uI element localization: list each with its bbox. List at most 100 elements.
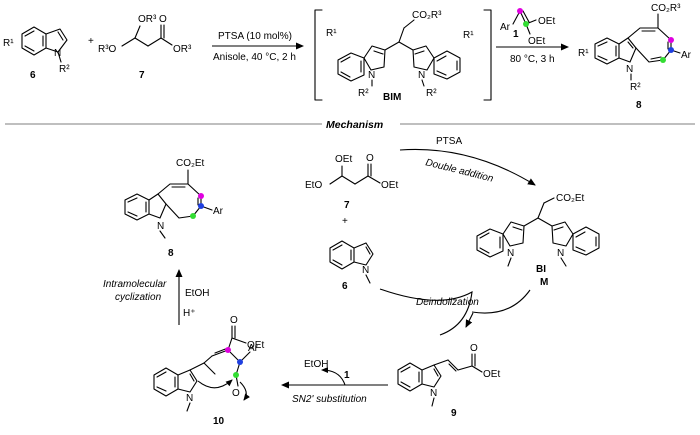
compound-label-6: 6 bbox=[30, 70, 36, 81]
c9-o: O bbox=[470, 343, 478, 354]
step1-reagent: PTSA (10 mol%) bbox=[218, 31, 292, 42]
r1-label: R¹ bbox=[3, 38, 14, 49]
reagent1-oet-top: OEt bbox=[538, 16, 555, 27]
intramolecular-label: Intramolecular bbox=[103, 279, 167, 290]
mechanism-compound-7: OEt EtO O OEt 7 bbox=[305, 153, 398, 211]
bim-n-right: N bbox=[418, 70, 425, 81]
compound-6-indole: R¹ N R² 6 bbox=[3, 26, 70, 81]
c10-ar: Ar bbox=[248, 343, 259, 354]
compound-10: O OEt Ar O N 10 bbox=[153, 315, 264, 427]
mechanism-label-10: 10 bbox=[213, 416, 225, 427]
compound-bim: CO₂R³ R¹ N R² R¹ N R² BIM bbox=[326, 10, 474, 103]
product8-co2r3: CO₂R³ bbox=[651, 3, 681, 14]
bim-label: BIM bbox=[383, 92, 401, 103]
c10-o-ether: O bbox=[232, 388, 240, 399]
bim-r1-right: R¹ bbox=[463, 30, 474, 41]
cyclization-electron-arrow bbox=[197, 379, 233, 389]
or3-top: OR³ bbox=[138, 14, 157, 25]
compound-9: O OEt N 9 bbox=[397, 343, 500, 419]
product8-n: N bbox=[626, 64, 633, 75]
compound-7: OR³ R³O O OR³ 7 bbox=[98, 14, 192, 81]
h-plus-label: H⁺ bbox=[183, 308, 196, 319]
mbim-n-right: N bbox=[557, 248, 564, 259]
deindolization-arrow bbox=[465, 312, 474, 328]
magenta-atom-marker bbox=[225, 347, 231, 353]
c9-oet: OEt bbox=[483, 369, 500, 380]
m6-n: N bbox=[362, 265, 369, 276]
m7-oet-ester: OEt bbox=[381, 180, 398, 191]
ptsa-label: PTSA bbox=[436, 136, 462, 147]
mechanism-label-6: 6 bbox=[342, 281, 348, 292]
mechanism-product-8: CO₂Et Ar N 8 bbox=[124, 158, 224, 259]
mbim-label-line2: M bbox=[540, 277, 548, 288]
blue-atom-marker bbox=[237, 359, 243, 365]
reagent-1-structure: Ar OEt OEt 1 bbox=[500, 8, 555, 47]
r2-label: R² bbox=[59, 64, 70, 75]
m7-o: O bbox=[366, 153, 374, 164]
product8-ar: Ar bbox=[681, 50, 692, 61]
r3o-label: R³O bbox=[98, 44, 117, 55]
carbonyl-o: O bbox=[159, 14, 167, 25]
c10-oet: OEt bbox=[247, 340, 264, 351]
cyclization-etoh: EtOH bbox=[185, 288, 209, 299]
mechanism-compound-6: N 6 bbox=[329, 240, 374, 292]
leaving-group-arrow bbox=[239, 381, 250, 401]
mechanism-bim: CO₂Et N N BI M bbox=[476, 193, 600, 288]
magenta-atom-marker bbox=[198, 193, 204, 199]
double-addition-arrow bbox=[399, 148, 536, 186]
m8-ar: Ar bbox=[213, 206, 224, 217]
mechanism-plus: + bbox=[342, 216, 348, 227]
step2-conditions: 80 °C, 3 h bbox=[510, 54, 555, 65]
etoh-release-arrow bbox=[321, 367, 346, 386]
c10-o: O bbox=[230, 315, 238, 326]
deindolization-connector bbox=[471, 289, 531, 314]
reagent1-ar: Ar bbox=[500, 22, 511, 33]
sn2-label: SN2' substitution bbox=[292, 394, 367, 405]
bim-bracket-left bbox=[314, 9, 323, 101]
cyclization-label: cyclization bbox=[115, 292, 162, 303]
plus-sign: + bbox=[88, 36, 94, 47]
compound-label-7: 7 bbox=[139, 70, 145, 81]
blue-atom-marker bbox=[668, 47, 674, 53]
mbim-label-line1: BI bbox=[536, 264, 546, 275]
bim-r1-left: R¹ bbox=[326, 28, 337, 39]
product8-r2: R² bbox=[630, 82, 641, 93]
n-label: N bbox=[54, 48, 61, 59]
bim-co2r3: CO₂R³ bbox=[412, 10, 442, 21]
mechanism-title: Mechanism bbox=[326, 119, 383, 131]
magenta-atom-marker bbox=[668, 37, 674, 43]
step1-conditions: Anisole, 40 °C, 2 h bbox=[213, 52, 296, 63]
mechanism-label-9: 9 bbox=[451, 408, 457, 419]
mechanism-label-8: 8 bbox=[168, 248, 174, 259]
sn2-reagent-1: 1 bbox=[344, 370, 350, 381]
mbim-co2et: CO₂Et bbox=[556, 193, 585, 204]
bim-r2-left: R² bbox=[358, 88, 369, 99]
c10-n: N bbox=[186, 393, 193, 404]
bim-bracket-right bbox=[483, 9, 492, 101]
c9-n: N bbox=[430, 388, 437, 399]
m8-co2et: CO₂Et bbox=[176, 158, 205, 169]
blue-atom-marker bbox=[198, 203, 204, 209]
or3-ester: OR³ bbox=[173, 44, 192, 55]
green-atom-marker bbox=[190, 213, 196, 219]
m7-oet: OEt bbox=[335, 154, 352, 165]
green-atom-marker bbox=[523, 21, 529, 27]
m8-n: N bbox=[157, 221, 164, 232]
reagent-1-label: 1 bbox=[513, 29, 519, 40]
deindolization-arc bbox=[379, 288, 473, 336]
m7-eto: EtO bbox=[305, 180, 322, 191]
mechanism-label-7: 7 bbox=[344, 200, 350, 211]
sn2-etoh: EtOH bbox=[304, 359, 328, 370]
bim-r2-right: R² bbox=[426, 88, 437, 99]
bim-n-left: N bbox=[368, 70, 375, 81]
magenta-atom-marker bbox=[517, 8, 523, 14]
reagent1-oet-bottom: OEt bbox=[528, 36, 545, 47]
green-atom-marker bbox=[233, 372, 239, 378]
green-atom-marker bbox=[660, 57, 666, 63]
deindolization-label: Deindolization bbox=[416, 297, 479, 308]
mbim-n-left: N bbox=[507, 248, 514, 259]
product8-r1: R¹ bbox=[578, 48, 589, 59]
product-label-8: 8 bbox=[636, 100, 642, 111]
product-8-top: CO₂R³ Ar R¹ N R² 8 bbox=[578, 3, 692, 111]
